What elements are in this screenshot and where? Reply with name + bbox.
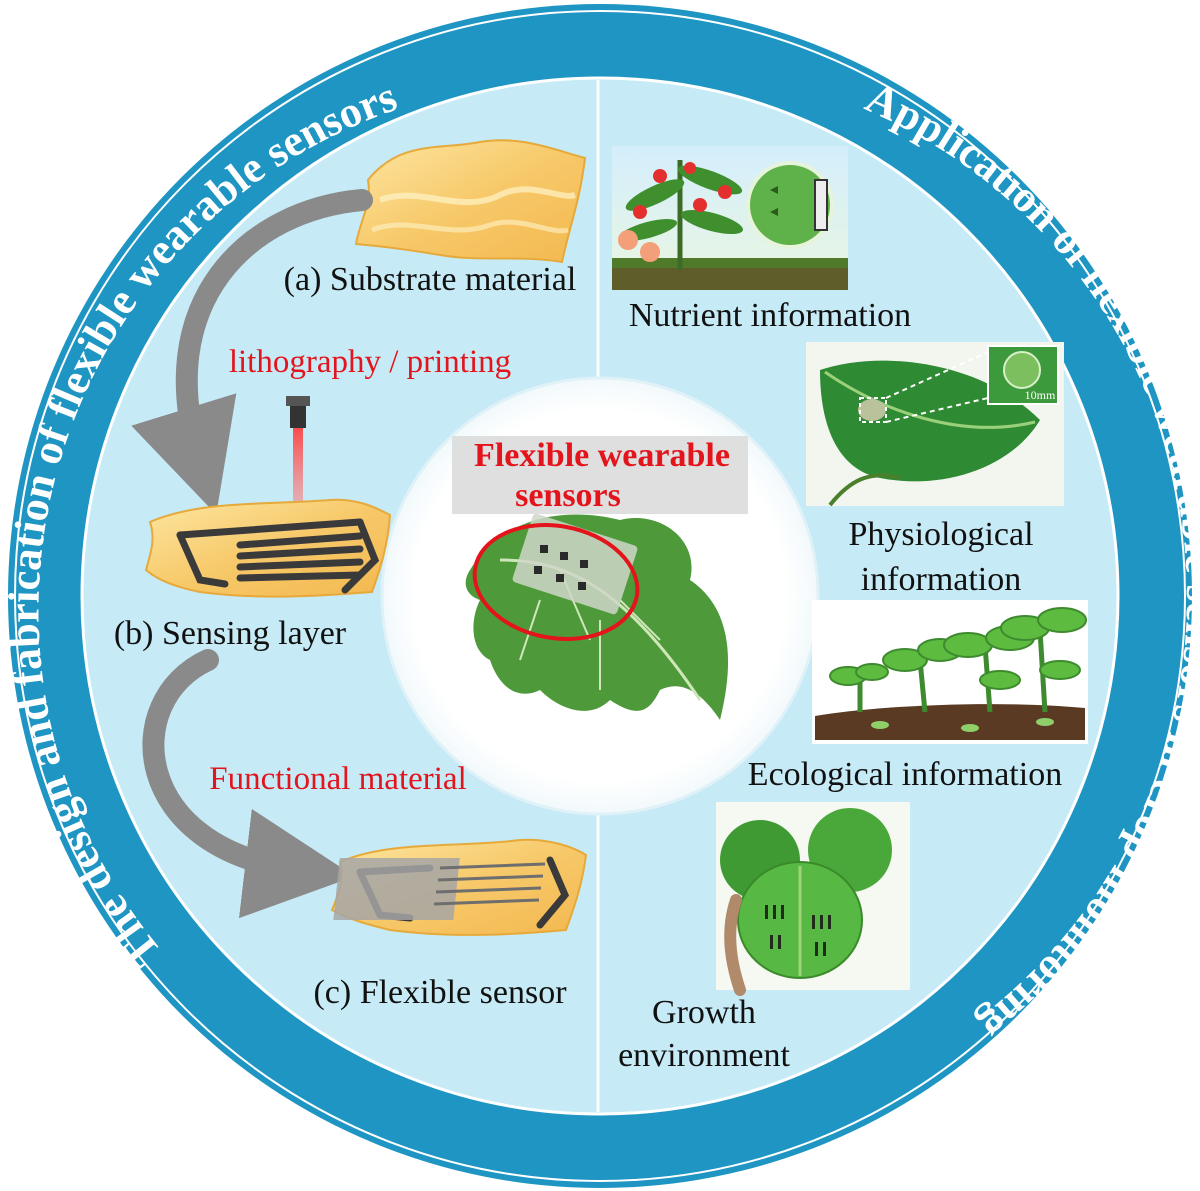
ecological-information-label: Ecological information xyxy=(748,756,1062,793)
nutrient-information-label: Nutrient information xyxy=(629,297,911,334)
outer-ring-edge xyxy=(14,10,1186,1182)
ecological-seedlings-image xyxy=(812,600,1088,744)
physiological-leaf-image xyxy=(806,342,1064,507)
process-functional-label: Functional material xyxy=(209,761,467,797)
substrate-material-image xyxy=(354,139,587,264)
center-title-line1: Flexible wearable xyxy=(474,437,730,474)
process-lithography-label: lithography / printing xyxy=(229,344,511,380)
arrow-substrate-to-sensing xyxy=(131,189,373,515)
growth-environment-image xyxy=(716,802,910,996)
scale-label: 10mm xyxy=(1025,388,1056,402)
step-b-label: (b) Sensing layer xyxy=(114,615,347,652)
physiological-label-line2: information xyxy=(861,561,1022,598)
sensing-layer-image xyxy=(144,396,392,598)
center-title-banner xyxy=(452,436,748,514)
step-a-label: (a) Substrate material xyxy=(284,261,577,298)
nutrient-plant-image xyxy=(612,146,848,290)
leaf-with-sensor-image xyxy=(465,513,729,720)
center-title-line2: sensors xyxy=(515,477,621,514)
growth-environment-label-line2: environment xyxy=(618,1037,790,1074)
flexible-sensor-image xyxy=(330,838,588,936)
step-c-label: (c) Flexible sensor xyxy=(313,974,567,1011)
arrow-sensing-to-flexible xyxy=(142,649,355,919)
growth-environment-label-line1: Growth xyxy=(652,994,756,1031)
physiological-label-line1: Physiological xyxy=(848,516,1033,553)
